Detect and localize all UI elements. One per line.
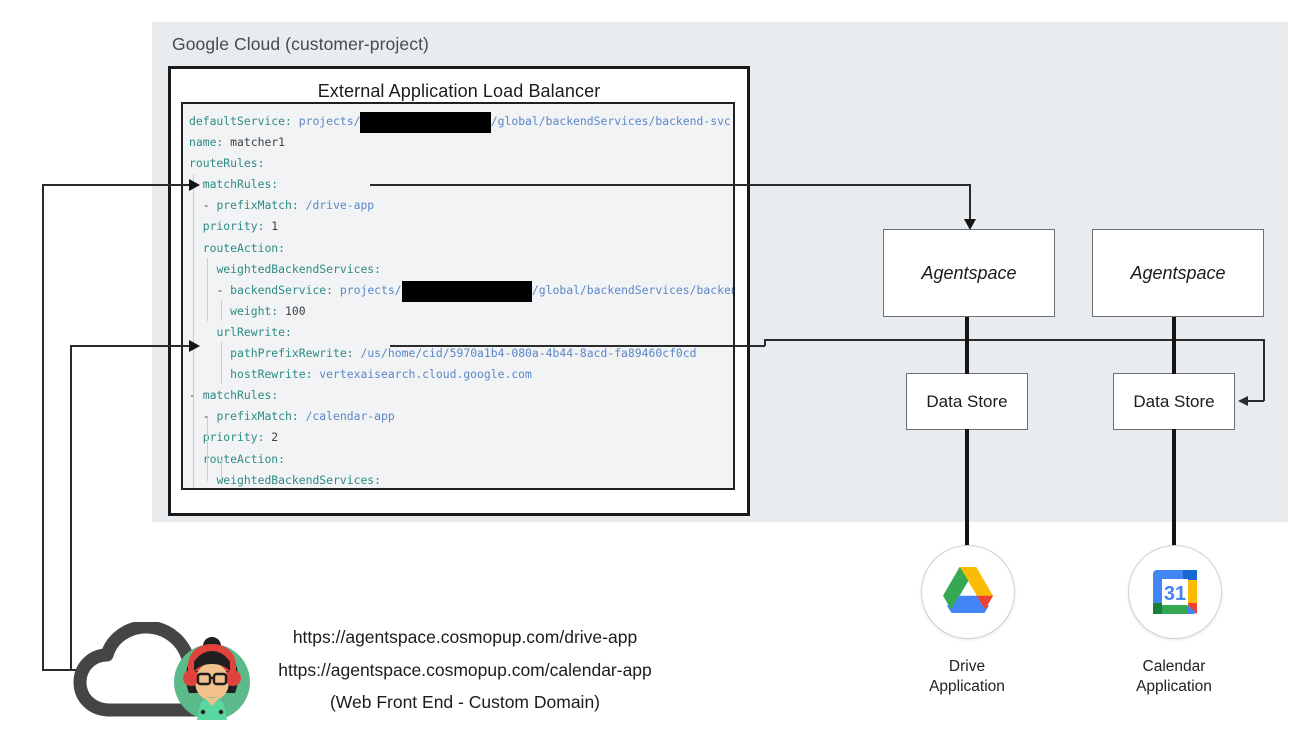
yaml-indent-guide xyxy=(193,174,194,488)
drive-route-horizontal xyxy=(370,184,971,186)
yaml-line: weightedBackendServices: xyxy=(216,261,382,276)
google-drive-icon xyxy=(943,566,993,618)
drive-route-arrowhead xyxy=(964,219,976,230)
calendar-application-label-line2: Application xyxy=(1136,678,1212,695)
agentspace-calendar-box[interactable]: Agentspace xyxy=(1092,229,1264,317)
yaml-indent-guide xyxy=(207,258,208,321)
drive-request-line xyxy=(42,184,192,186)
redacted-project-id: REDACTED-PROJECT-ID xyxy=(360,112,491,134)
yaml-line: name: matcher1 xyxy=(189,135,286,150)
google-calendar-icon: 31 xyxy=(1150,567,1200,617)
datastore-drive-to-app-line xyxy=(965,429,969,546)
datastore-calendar-to-app-line xyxy=(1172,429,1176,546)
yaml-line: weight: 100 xyxy=(230,303,306,318)
frontend-to-cloud-line xyxy=(42,669,86,671)
calendar-route-horizontal-a xyxy=(390,345,765,347)
yaml-line: routeAction: xyxy=(202,451,286,466)
drive-application-label-line2: Application xyxy=(929,678,1005,695)
yaml-line: - prefixMatch: /calendar-app xyxy=(202,409,395,424)
yaml-indent-guide xyxy=(207,418,208,481)
drive-application-label: Drive Application xyxy=(887,657,1047,697)
calendar-request-riser xyxy=(70,345,72,671)
calendar-route-arrowhead xyxy=(1238,396,1248,406)
drive-request-arrowhead xyxy=(189,179,200,191)
frontend-caption: (Web Front End - Custom Domain) xyxy=(329,692,601,712)
yaml-line: urlRewrite: xyxy=(216,324,292,339)
frontend-url-drive[interactable]: https://agentspace.cosmopup.com/drive-ap… xyxy=(292,627,638,647)
calendar-application-label: Calendar Application xyxy=(1094,657,1254,697)
yaml-line: weightedBackendServices: xyxy=(216,472,382,487)
drive-route-drop xyxy=(969,184,971,223)
yaml-line: - prefixMatch: /drive-app xyxy=(202,198,375,213)
calendar-route-horizontal-b xyxy=(764,339,1264,341)
calendar-request-line xyxy=(70,345,192,347)
calendar-request-arrowhead xyxy=(189,340,200,352)
frontend-url-calendar[interactable]: https://agentspace.cosmopup.com/calendar… xyxy=(278,660,652,680)
calendar-day-number: 31 xyxy=(1164,583,1186,605)
google-cloud-panel-title: Google Cloud (customer-project) xyxy=(172,34,429,54)
drive-application-circle[interactable] xyxy=(921,545,1015,639)
frontend-trunk-line xyxy=(42,184,44,671)
yaml-line: priority: 2 xyxy=(202,430,279,445)
agentspace-calendar-to-datastore-line xyxy=(1172,317,1176,374)
yaml-lines: defaultService: projects/REDACTED-PROJEC… xyxy=(189,111,733,488)
load-balancer-title: External Application Load Balancer xyxy=(317,81,601,101)
agentspace-drive-to-datastore-line xyxy=(965,317,969,374)
yaml-line: routeRules: xyxy=(189,156,265,171)
calendar-route-drop xyxy=(1263,339,1265,401)
drive-application-label-line1: Drive xyxy=(948,658,986,675)
yaml-indent-guide xyxy=(221,300,222,321)
calendar-route-entry xyxy=(1247,400,1264,402)
yaml-line: hostRewrite: vertexaisearch.cloud.google… xyxy=(230,367,532,382)
yaml-line: routeAction: xyxy=(202,240,286,255)
datastore-calendar-box[interactable]: Data Store xyxy=(1113,373,1235,430)
cloud-user-icon xyxy=(72,620,262,722)
url-map-yaml-code-block: defaultService: projects/REDACTED-PROJEC… xyxy=(181,102,735,490)
yaml-line: - matchRules: xyxy=(189,388,279,403)
datastore-drive-box[interactable]: Data Store xyxy=(906,373,1028,430)
redacted-project-id: REDACTED-PROJECT-ID xyxy=(401,280,532,302)
yaml-indent-guide xyxy=(221,342,222,384)
yaml-line: priority: 1 xyxy=(202,219,279,234)
yaml-line: pathPrefixRewrite: /us/home/cid/5970a1b4… xyxy=(230,346,697,361)
calendar-application-circle[interactable]: 31 xyxy=(1128,545,1222,639)
calendar-route-jog xyxy=(764,339,766,346)
yaml-indent-guide xyxy=(221,460,222,481)
yaml-line: defaultService: projects/REDACTED-PROJEC… xyxy=(189,111,733,134)
calendar-application-label-line1: Calendar xyxy=(1142,658,1206,675)
agentspace-drive-box[interactable]: Agentspace xyxy=(883,229,1055,317)
yaml-line: - backendService: projects/REDACTED-PROJ… xyxy=(189,280,733,302)
